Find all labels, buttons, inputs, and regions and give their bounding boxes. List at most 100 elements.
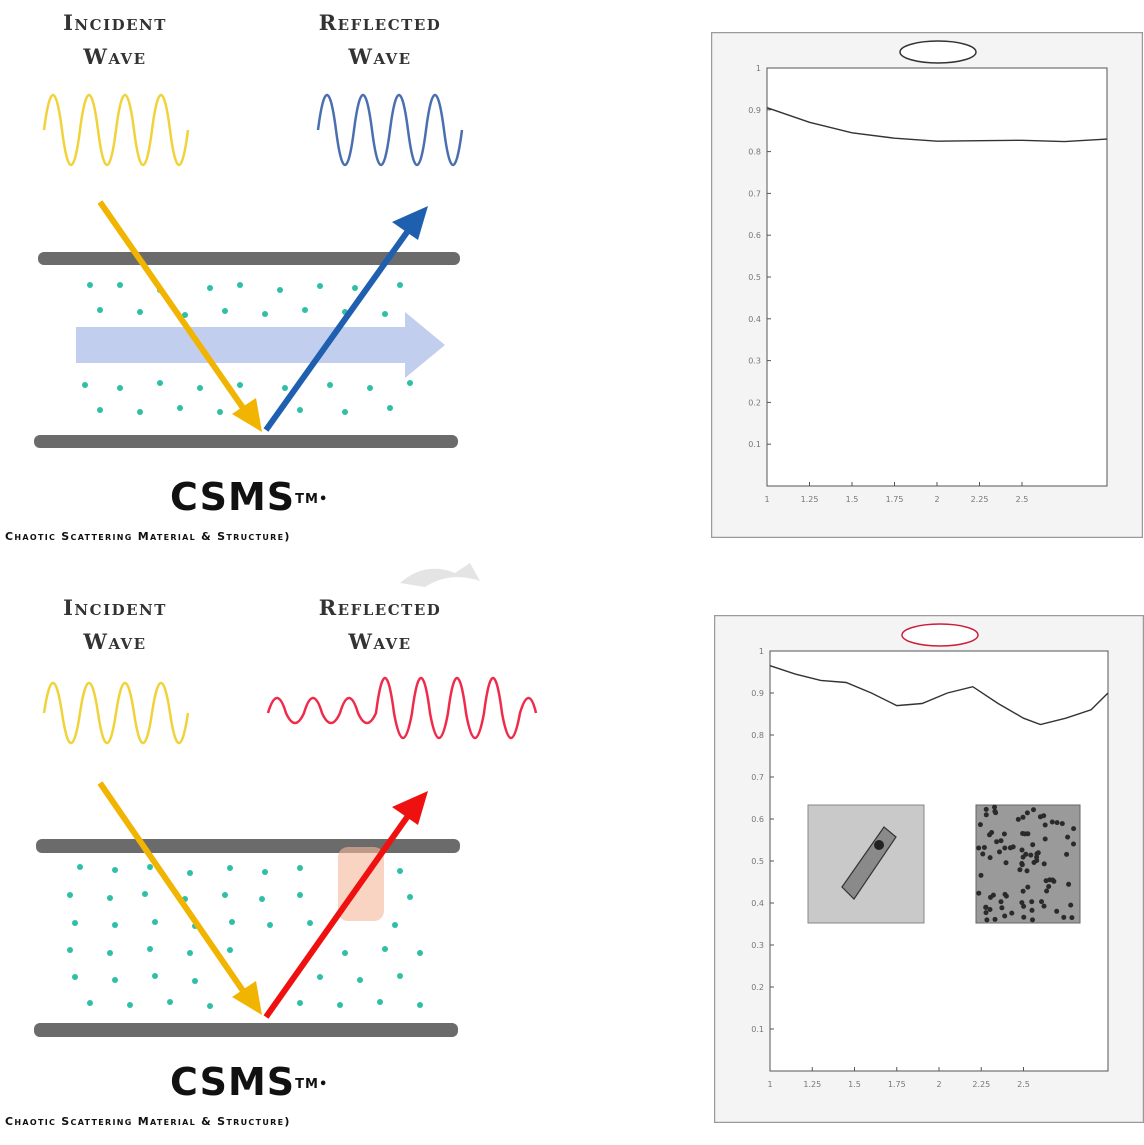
- micrograph-inset-1: [807, 804, 925, 924]
- series-line: [766, 107, 1108, 143]
- y-tick-label: 0.3: [748, 357, 761, 366]
- cluster-dot: [1001, 831, 1007, 837]
- csms-diagram-top: Incident Wave Reflected Wave CSMSTM• Cha…: [0, 0, 560, 560]
- top-plate: [36, 839, 460, 853]
- x-tick-label: 1.75: [888, 1080, 906, 1089]
- cluster-dot: [977, 822, 983, 828]
- reflected-label-line2: Wave: [348, 629, 412, 654]
- cluster-dot: [981, 845, 987, 850]
- incident-arrowhead: [232, 981, 262, 1015]
- cluster-dot: [1020, 814, 1026, 820]
- incident-wave-line: [42, 681, 190, 745]
- reflected-arrow: [263, 811, 413, 1019]
- csms-logo: CSMSTM•: [170, 475, 470, 519]
- cluster-dot: [1021, 903, 1027, 909]
- cluster-dot: [1054, 908, 1060, 914]
- series-line: [769, 665, 1109, 726]
- incident-arrow: [97, 781, 253, 1003]
- y-tick-label: 0.8: [748, 148, 761, 157]
- cluster-dot: [1015, 816, 1021, 822]
- cluster-dot: [1065, 834, 1071, 840]
- cluster-dot: [1068, 902, 1074, 908]
- cluster-dot: [1017, 867, 1023, 873]
- y-tick-label: 1: [756, 64, 761, 73]
- cluster-dot: [1029, 907, 1035, 913]
- top-plate: [38, 252, 460, 265]
- cluster-dot: [987, 855, 993, 861]
- cluster-dot: [1007, 845, 1013, 851]
- y-tick-label: 0.5: [748, 273, 761, 282]
- y-tick-label: 0.3: [751, 941, 764, 950]
- cluster-dot: [992, 808, 998, 814]
- cluster-dot: [1064, 851, 1070, 857]
- trademark-mark: TM•: [295, 492, 329, 507]
- cluster-dot: [1002, 891, 1008, 897]
- incident-label-line1: Incident: [63, 595, 167, 620]
- cluster-dot: [1059, 821, 1065, 827]
- cluster-dot: [989, 830, 995, 835]
- x-tick-label: 2.5: [1016, 495, 1029, 504]
- incident-wave-top: [42, 94, 190, 166]
- incident-wave-label: Incident Wave: [30, 591, 200, 659]
- reflected-arrow: [263, 226, 413, 432]
- reflected-label-line1: Reflected: [318, 595, 442, 620]
- scattering-diagram-top: [34, 94, 464, 448]
- cluster-dot: [1046, 884, 1052, 889]
- cluster-dot: [1042, 822, 1048, 828]
- x-tick-label: 1.5: [848, 1080, 861, 1089]
- incident-wave-bottom: [42, 681, 190, 745]
- incident-arrowhead: [232, 398, 262, 432]
- incident-label-line1: Incident: [63, 10, 167, 35]
- cluster-dot: [1041, 861, 1047, 867]
- cluster-dot: [1025, 884, 1031, 890]
- legend-box: [901, 623, 979, 647]
- cluster-dot: [1002, 845, 1008, 851]
- y-tick-label: 0.9: [751, 689, 764, 698]
- csms-logo-text: CSMS: [170, 1060, 296, 1104]
- cluster-dot: [987, 907, 993, 912]
- x-tick-label: 2.25: [972, 1080, 990, 1089]
- x-tick-label: 1.5: [846, 495, 859, 504]
- cluster-dot: [992, 804, 997, 810]
- cluster-dot: [1039, 899, 1044, 905]
- cluster-dot: [976, 845, 982, 851]
- cluster-dot: [1066, 881, 1072, 887]
- cluster-dot: [1022, 831, 1028, 837]
- cluster-dot: [1003, 860, 1009, 866]
- cluster-dot: [1071, 841, 1076, 847]
- y-tick-label: 0.6: [751, 815, 764, 824]
- particles: [67, 864, 423, 1009]
- cluster-dot: [998, 899, 1004, 905]
- cluster-dot: [1019, 847, 1025, 853]
- cluster-dot: [1034, 858, 1040, 863]
- cluster-dot: [998, 838, 1004, 844]
- reflected-wave-top: [316, 94, 464, 166]
- csms-subtitle: Chaotic Scattering Material & Structure): [5, 1115, 291, 1128]
- cluster-dot: [983, 910, 989, 916]
- cluster-dot: [1049, 819, 1055, 825]
- cluster-dot: [983, 904, 989, 910]
- cluster-dot: [1021, 914, 1027, 920]
- y-tick-label: 0.7: [751, 773, 764, 782]
- trademark-mark: TM•: [295, 1077, 329, 1092]
- x-tick-label: 1: [764, 495, 769, 504]
- y-tick-label: 0.4: [751, 899, 764, 908]
- nanoparticle: [874, 840, 884, 850]
- reflected-wave-bottom: [266, 677, 538, 739]
- csms-diagram-bottom: Incident Wave Reflected Wave CSMSTM• Cha…: [0, 585, 560, 1145]
- cluster-dot: [999, 905, 1005, 911]
- y-tick-label: 1: [759, 647, 764, 656]
- legend-box: [899, 40, 977, 64]
- x-tick-label: 2: [936, 1080, 941, 1089]
- cluster-dot: [1024, 868, 1030, 874]
- flow-arrow: [76, 312, 445, 378]
- cluster-dot: [983, 806, 989, 812]
- cluster-dot: [1069, 915, 1075, 921]
- cluster-dot: [1019, 861, 1025, 866]
- x-tick-label: 1.25: [801, 495, 819, 504]
- cluster-dot: [980, 851, 986, 857]
- y-tick-label: 0.6: [748, 231, 761, 240]
- y-tick-label: 0.4: [748, 315, 761, 324]
- y-tick-label: 0.1: [751, 1025, 764, 1034]
